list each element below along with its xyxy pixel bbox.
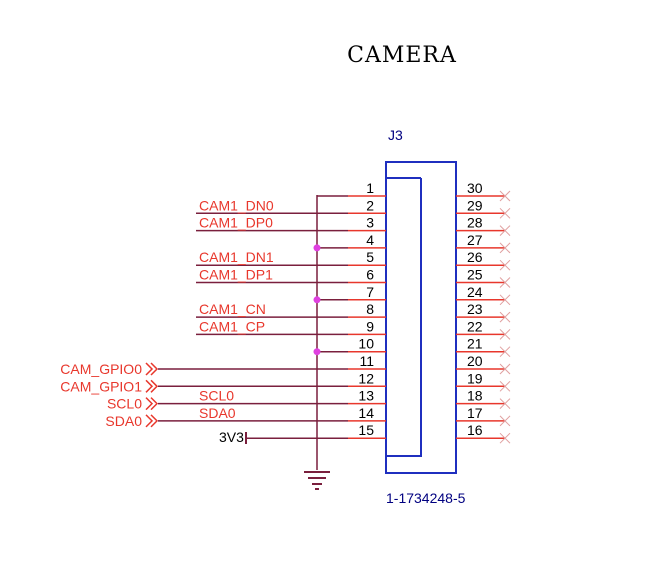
no-connect-mark	[499, 294, 511, 306]
left-pin-number: 7	[366, 284, 374, 300]
net-label: CAM1_DP1	[199, 267, 273, 283]
no-connect-mark	[499, 225, 511, 236]
port-chevron	[145, 362, 154, 376]
junction-group	[313, 244, 321, 356]
left-pin-number: 3	[366, 215, 374, 231]
left-pin-number: 1	[366, 180, 374, 196]
right-pin-number: 18	[467, 388, 483, 404]
no-connect-mark	[499, 311, 511, 323]
no-connect-mark	[499, 207, 511, 219]
port-chevron	[150, 414, 159, 428]
right-pin-number: 17	[467, 405, 483, 421]
junction-dot	[313, 244, 321, 252]
left-pin-number: 13	[358, 388, 374, 404]
no-connect-mark	[499, 432, 511, 444]
right-pin-number: 23	[467, 301, 483, 317]
left-pin-number: 8	[366, 301, 374, 317]
connector-ref: J3	[388, 127, 403, 143]
connector-part-number: 1-1734248-5	[386, 490, 466, 506]
left-pin-number: 9	[366, 318, 374, 334]
junction-dot	[313, 348, 321, 356]
net-label: CAM1_DN0	[199, 197, 274, 213]
net-label: CAM1_DP0	[199, 215, 273, 231]
port-chevron	[145, 414, 154, 428]
no-connect-mark	[499, 346, 511, 358]
no-connect-mark	[499, 415, 511, 427]
no-connect-mark	[499, 259, 511, 271]
power-label: 3V3	[219, 429, 244, 445]
left-pin-number: 2	[366, 197, 374, 213]
left-pin-number: 14	[358, 405, 374, 421]
port-label: CAM_GPIO1	[60, 378, 142, 394]
no-connect-mark	[499, 398, 511, 409]
no-connect-mark	[499, 329, 511, 340]
right-pin-number: 25	[467, 267, 483, 283]
right-pin-number: 21	[467, 336, 483, 352]
right-pin-number: 27	[467, 232, 483, 248]
net-label: SDA0	[199, 405, 236, 421]
right-pin-number: 30	[467, 180, 483, 196]
port-chevron	[150, 397, 159, 411]
right-pin-number: 29	[467, 197, 483, 213]
net-label: SCL0	[199, 388, 234, 404]
no-connect-mark	[499, 363, 511, 375]
left-pin-number: 6	[366, 267, 374, 283]
port-chevron	[150, 362, 159, 376]
sheet-title: CAMERA	[347, 43, 457, 68]
left-pin-number: 12	[358, 370, 374, 386]
junction-dot	[313, 296, 321, 304]
right-pin-number: 26	[467, 249, 483, 265]
port-chevron	[145, 397, 154, 411]
left-pin-number: 5	[366, 249, 374, 265]
right-pin-number: 19	[467, 370, 483, 386]
net-label-group: CAM1_DN0CAM1_DP0CAM1_DN1CAM1_DP1CAM1_CNC…	[199, 197, 274, 421]
port-label: SCL0	[107, 396, 142, 412]
right-pin-number: 28	[467, 215, 483, 231]
port-label: SDA0	[105, 413, 142, 429]
no-connect-mark	[499, 190, 511, 202]
port-chevron	[150, 379, 159, 393]
right-pin-number: 16	[467, 422, 483, 438]
power-3v3: 3V3	[219, 429, 247, 445]
connector-body	[385, 161, 457, 474]
port-chevron	[145, 379, 154, 393]
right-pin-number: 20	[467, 353, 483, 369]
left-pin-number: 10	[358, 336, 374, 352]
right-pin-number: 22	[467, 318, 483, 334]
no-connect-mark	[499, 277, 511, 288]
left-pin-number: 11	[359, 353, 374, 369]
port-label: CAM_GPIO0	[60, 361, 142, 377]
net-label: CAM1_DN1	[199, 249, 274, 265]
net-label: CAM1_CP	[199, 318, 265, 334]
no-connect-mark	[499, 242, 511, 254]
net-label: CAM1_CN	[199, 301, 266, 317]
left-pin-number: 4	[366, 232, 374, 248]
right-pin-number: 24	[467, 284, 483, 300]
left-pin-number: 15	[358, 422, 374, 438]
no-connect-mark	[499, 380, 511, 392]
ground-symbol	[304, 471, 330, 490]
